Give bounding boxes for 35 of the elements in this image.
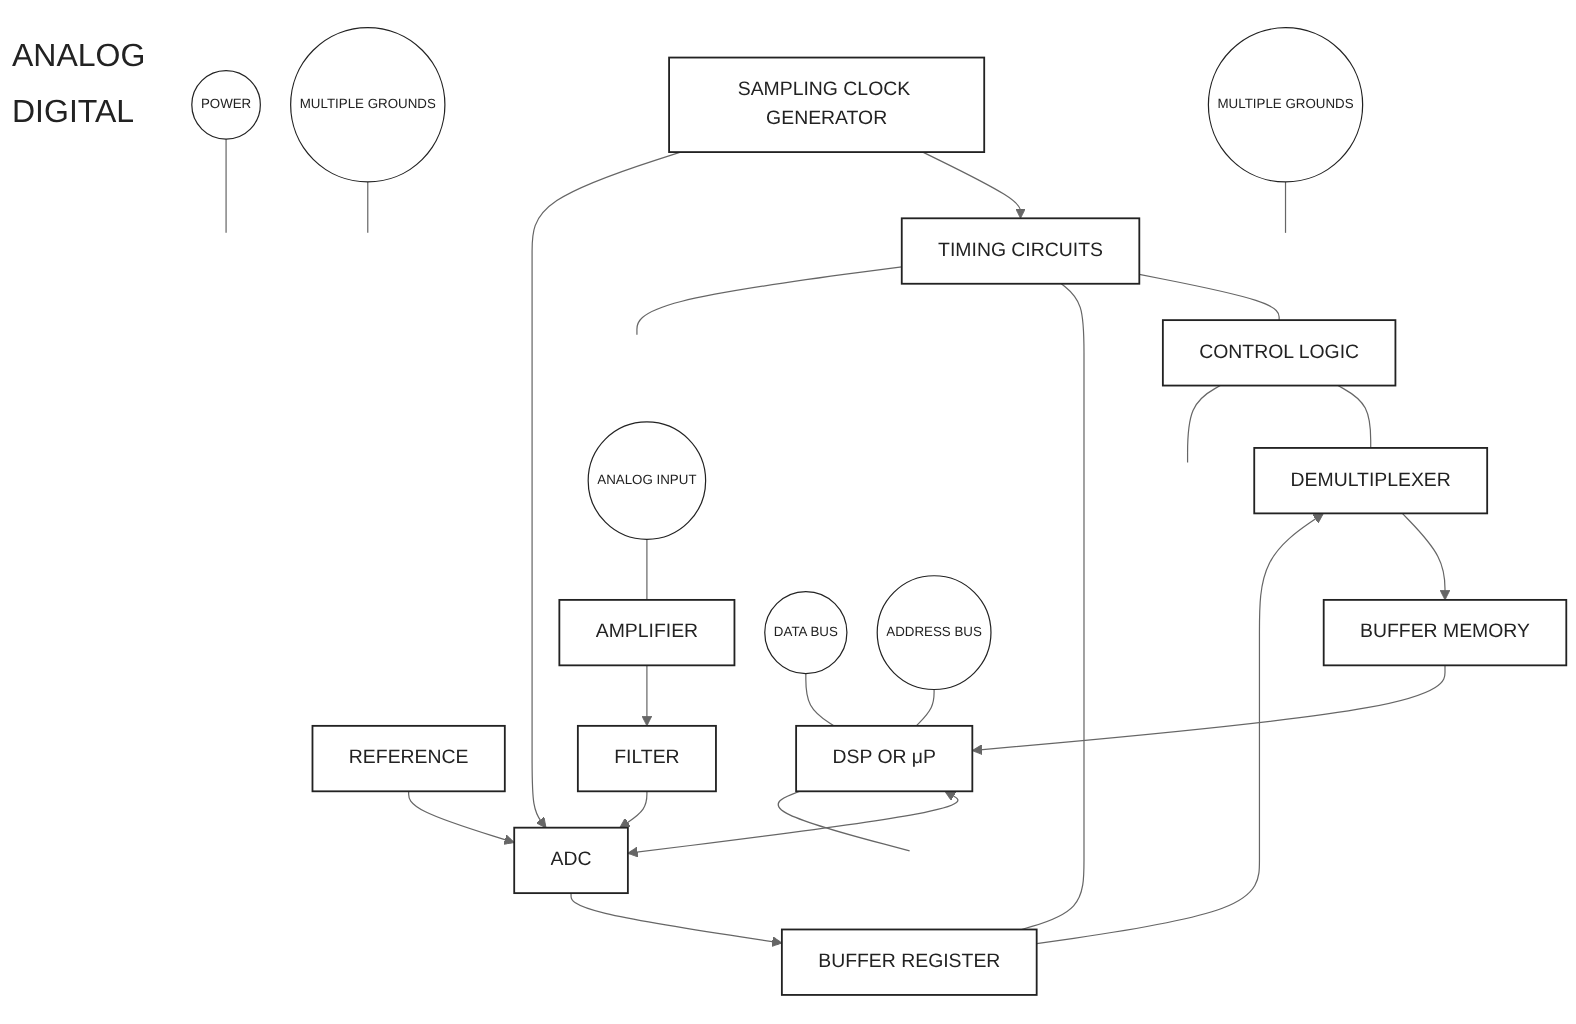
connector bbox=[777, 791, 911, 853]
node-box: DSP OR μP bbox=[795, 725, 974, 793]
node-box: REFERENCE bbox=[311, 725, 506, 793]
arrow bbox=[570, 893, 783, 948]
connector bbox=[1284, 182, 1287, 235]
connector bbox=[915, 689, 935, 728]
connector bbox=[646, 539, 648, 602]
arrow bbox=[408, 791, 515, 846]
connector bbox=[1337, 385, 1372, 450]
connector bbox=[805, 673, 835, 728]
node-box: SAMPLING CLOCK GENERATOR bbox=[668, 57, 986, 154]
connector bbox=[1186, 385, 1221, 464]
node-box: BUFFER MEMORY bbox=[1322, 599, 1568, 667]
arrow bbox=[627, 791, 959, 859]
node-box: TIMING CIRCUITS bbox=[900, 218, 1141, 286]
node-box: FILTER bbox=[576, 725, 717, 793]
arrow bbox=[1401, 513, 1451, 602]
arrow bbox=[531, 152, 682, 829]
arrow bbox=[971, 665, 1446, 756]
arrow bbox=[641, 665, 653, 728]
region-label: ANALOG bbox=[12, 40, 148, 76]
arrow bbox=[619, 791, 648, 829]
connector bbox=[636, 266, 903, 336]
region-label: DIGITAL bbox=[12, 96, 137, 132]
node-box: DEMULTIPLEXER bbox=[1253, 447, 1489, 515]
node-box: AMPLIFIER bbox=[558, 599, 736, 667]
node-box: BUFFER REGISTER bbox=[780, 929, 1038, 997]
node-box: CONTROL LOGIC bbox=[1161, 319, 1397, 388]
node-box: ADC bbox=[513, 827, 629, 895]
arrow bbox=[922, 152, 1026, 220]
connector bbox=[225, 139, 227, 235]
connector bbox=[367, 182, 369, 235]
connector bbox=[1138, 274, 1280, 322]
connector bbox=[1021, 283, 1085, 931]
arrow bbox=[1036, 513, 1324, 945]
